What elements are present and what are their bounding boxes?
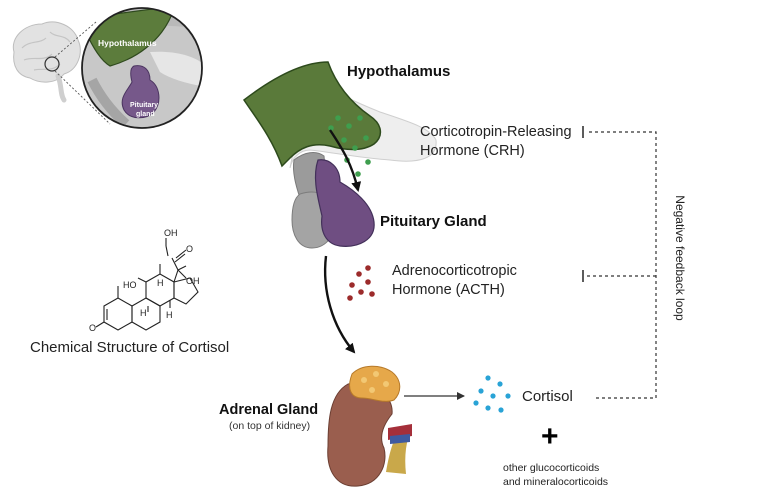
acth-label-line2: Hormone (ACTH) [392,282,505,298]
acth-molecules [347,265,375,301]
negative-feedback-label: Negative feedback loop [673,195,687,321]
atom-o-left: O [89,323,96,333]
acth-arrow [323,255,356,354]
atom-ho: HO [123,280,137,290]
chemical-structure-caption: Chemical Structure of Cortisol [30,339,230,356]
adrenal-gland-icon [349,365,401,402]
pituitary-gland-label: Pituitary Gland [380,213,487,230]
other-hormones-line2: and mineralocorticoids [503,476,609,488]
atom-h2: H [140,308,147,318]
atom-oh-right: OH [186,276,200,286]
cortisol-molecule-diagram [95,238,199,331]
cortisol-label: Cortisol [522,388,573,405]
inset-pituitary-label-line1: Pituitary [130,102,159,109]
atom-o-ketone: O [186,244,193,254]
other-hormones-line1: other glucocorticoids [503,462,600,474]
atom-h1: H [157,278,164,288]
kidney-icon [327,382,412,487]
negative-feedback-loop [582,126,657,399]
acth-label-line1: Adrenocorticotropic [392,263,517,279]
crh-arrow [329,129,362,192]
pituitary-gland-shape [291,159,375,249]
adrenal-gland-label: Adrenal Gland [219,402,319,418]
cortisol-atom-labels: OH O HO OH H H H O [89,228,200,333]
crh-label-line2: Hormone (CRH) [420,143,525,159]
adrenal-gland-sublabel: (on top of kidney) [229,420,311,432]
cortisol-molecules [473,375,511,413]
inset-hypothalamus-label: Hypothalamus [98,38,157,48]
inset-magnifier [81,7,203,129]
atom-h3: H [166,310,173,320]
zoom-lines [54,21,111,125]
hypothalamus-label: Hypothalamus [347,63,451,80]
atom-oh-top: OH [164,228,178,238]
crh-label-line1: Corticotropin-Releasing [420,124,572,140]
brain-icon [12,21,81,103]
plus-sign: + [541,420,559,453]
inset-pituitary-label-line2: gland [136,111,155,118]
